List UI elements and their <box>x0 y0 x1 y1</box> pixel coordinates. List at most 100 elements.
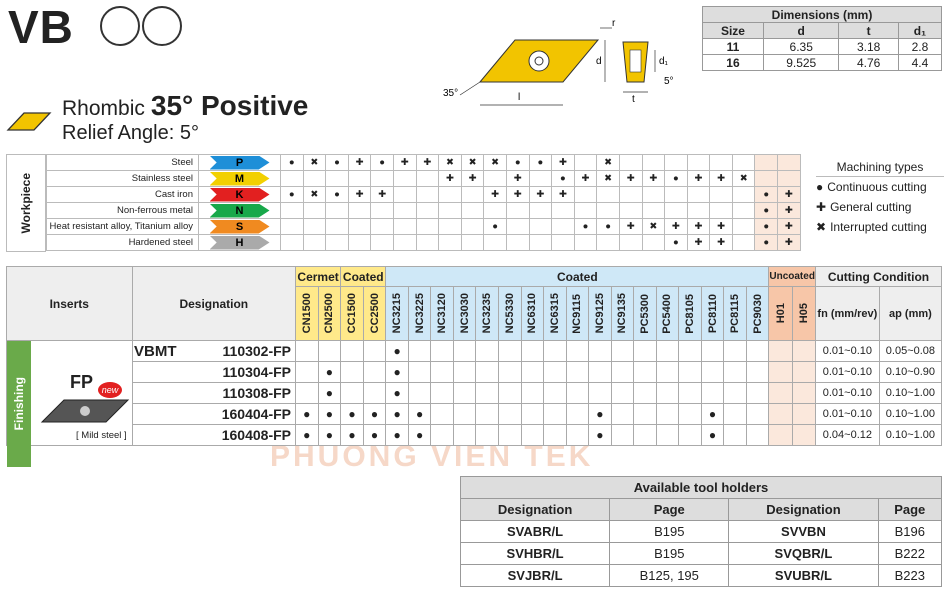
grade-availability <box>565 361 590 383</box>
grade-column: CN1500 <box>295 286 319 341</box>
grade-name: H01 <box>774 303 787 324</box>
inserts-header: Inserts <box>6 266 133 341</box>
mark-cell: ● <box>754 202 779 219</box>
grade-availability <box>588 382 612 404</box>
mark-cell: ✚ <box>641 170 666 187</box>
machining-type-label: General cutting <box>830 200 912 214</box>
mark-cell: ✖ <box>596 154 620 171</box>
mark-cell: ✚ <box>686 218 711 235</box>
material-name: Cast iron <box>46 186 199 203</box>
machining-type-item: ✚General cutting <box>816 197 944 217</box>
mark-cell: ✖ <box>302 154 327 171</box>
machining-type-item: ●Continuous cutting <box>816 177 944 197</box>
mark-cell <box>392 234 417 251</box>
mark-cell <box>370 170 394 187</box>
mark-cell <box>573 234 598 251</box>
grade-availability <box>745 361 770 383</box>
grade-availability: ● <box>700 424 725 446</box>
grade-availability <box>520 424 545 446</box>
grade-name: NC6310 <box>526 293 539 334</box>
grade-availability <box>655 361 680 383</box>
grade-availability: ● <box>700 403 725 425</box>
mark-cell <box>370 234 394 251</box>
dim-cell: 11 <box>702 38 764 55</box>
mark-cell <box>280 218 304 235</box>
holder-page: B196 <box>877 520 943 543</box>
grade-availability: ● <box>317 361 342 383</box>
mark-cell <box>618 234 643 251</box>
grade-availability <box>430 424 454 446</box>
iso-arrow-icon: P <box>209 155 270 170</box>
grade-name: NC9135 <box>616 293 629 334</box>
insert-dimension-diagram: r d d₁ 35° l 5° t <box>443 20 674 106</box>
grade-availability <box>543 382 567 404</box>
ap-value: 0.10~1.00 <box>878 403 943 425</box>
ap-header: ap (mm) <box>878 286 943 341</box>
mark-cell: ● <box>325 186 349 203</box>
grade-availability <box>723 382 747 404</box>
mark-cell: ● <box>370 154 394 171</box>
grade-column: CN2500 <box>317 286 342 341</box>
grade-availability <box>678 424 702 446</box>
mark-cell <box>618 186 643 203</box>
grade-availability <box>520 340 545 362</box>
grade-column: PC8110 <box>700 286 725 341</box>
mark-cell: ✚ <box>777 234 801 251</box>
grade-availability <box>610 340 635 362</box>
grade-availability <box>475 340 499 362</box>
mark-cell <box>438 186 462 203</box>
machining-types-title: Machining types <box>816 157 944 177</box>
mark-cell: ✚ <box>686 170 711 187</box>
mark-cell <box>460 202 485 219</box>
grade-availability <box>497 361 522 383</box>
grade-availability <box>497 403 522 425</box>
grade-availability <box>407 361 432 383</box>
iso-arrow-icon: K <box>209 187 270 202</box>
grade-availability: ● <box>362 403 387 425</box>
grade-name: PC8105 <box>684 293 696 334</box>
grade-availability <box>655 403 680 425</box>
mark-cell: ✚ <box>347 186 372 203</box>
mark-cell: ● <box>754 234 779 251</box>
grade-column: NC3215 <box>385 286 409 341</box>
grade-name: PC8110 <box>706 293 719 334</box>
machining-symbol-icon: ● <box>816 180 824 194</box>
mark-cell <box>551 218 575 235</box>
grade-availability <box>475 403 499 425</box>
machining-symbol-icon: ✖ <box>816 220 827 234</box>
dim-cell: 16 <box>702 54 764 71</box>
series-code: VB <box>8 1 74 53</box>
group-uncoated: Uncoated <box>768 266 816 287</box>
mark-cell: ✖ <box>460 154 485 171</box>
grade-name: NC6315 <box>548 293 561 334</box>
grade-availability <box>407 340 432 362</box>
holder-header: Page <box>609 498 730 521</box>
mark-cell <box>709 186 733 203</box>
label-r: r <box>612 20 616 29</box>
grade-name: NC3235 <box>481 293 494 334</box>
mark-cell <box>460 234 485 251</box>
insert-note: [ Mild steel ] <box>76 430 127 441</box>
mark-cell: ● <box>754 186 779 203</box>
label-t: t <box>632 94 635 105</box>
grade-availability <box>633 340 657 362</box>
grade-availability <box>543 361 567 383</box>
grade-availability <box>520 403 545 425</box>
mark-cell: ✚ <box>415 154 440 171</box>
holder-designation: SVUBR/L <box>728 564 879 587</box>
clearance-circle-icon <box>142 6 182 46</box>
iso-arrow-icon: S <box>209 219 270 234</box>
mark-cell <box>415 218 440 235</box>
mark-cell: ✚ <box>664 218 688 235</box>
mark-cell: ● <box>528 154 553 171</box>
label-angle: 35° <box>443 88 458 99</box>
machining-symbol-icon: ✚ <box>816 200 827 214</box>
mark-cell <box>438 234 462 251</box>
mark-cell: ✚ <box>370 186 394 203</box>
insert-designation: 160404-FP <box>131 403 297 425</box>
iso-cell: P <box>198 154 281 171</box>
